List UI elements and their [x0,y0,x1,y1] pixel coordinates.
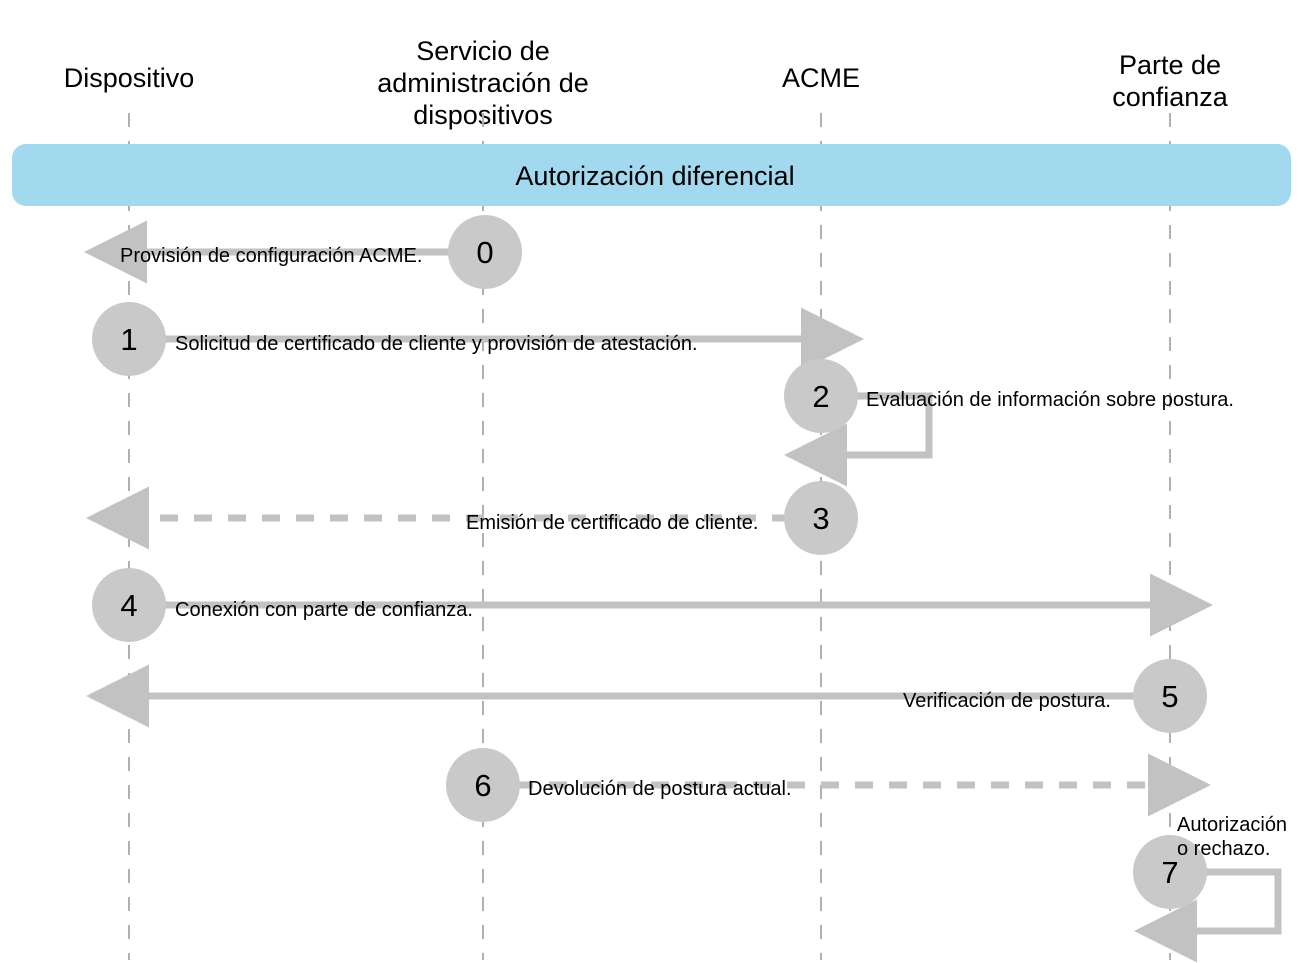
phase-banner [12,144,1291,206]
step-number-text: 3 [812,501,830,536]
message-label-text: Emisión de certificado de cliente. [466,512,759,534]
message-label-text: Verificación de postura. [903,690,1111,712]
message-label-text: Autorización o rechazo. [1177,814,1288,860]
step-number-text: 5 [1161,679,1179,714]
message-label-7: Autorización o rechazo. [1177,789,1287,861]
phase-banner-text: Autorización diferencial [515,161,795,191]
message-label-3: Emisión de certificado de cliente. [466,487,758,535]
message-label-text: Conexión con parte de confianza. [175,599,473,621]
message-label-1: Solicitud de certificado de cliente y pr… [175,308,698,356]
step-number-text: 4 [120,588,138,623]
actor-label: ACME [781,63,860,93]
message-label-0: Provisión de configuración ACME. [120,220,422,268]
actor-label: Dispositivo [63,63,195,93]
message-label-text: Provisión de configuración ACME. [120,245,423,267]
actor-label: Parte de confianza [1112,50,1228,112]
step-badge-6[interactable] [446,748,520,822]
message-label-2: Evaluación de información sobre postura. [866,364,1234,412]
step-number-5: 5 [1140,681,1200,712]
step-badge-4[interactable] [92,568,166,642]
step-number-text: 6 [474,768,492,803]
message-label-4: Conexión con parte de confianza. [175,574,473,622]
step-number-1: 1 [99,324,159,355]
step-badges [92,215,1207,909]
step-badge-0[interactable] [448,215,522,289]
message-label-text: Devolución de postura actual. [528,778,792,800]
actor-header-device: Dispositivo [9,30,249,94]
message-arrow-2-self-loop [784,392,933,487]
step-badge-5[interactable] [1133,659,1207,733]
step-badge-3[interactable] [784,481,858,555]
step-number-4: 4 [99,590,159,621]
phase-banner-label: Autorización diferencial [405,160,905,192]
step-number-text: 1 [120,322,138,357]
step-badge-1[interactable] [92,302,166,376]
step-number-text: 0 [476,235,494,270]
step-number-0: 0 [455,237,515,268]
step-number-text: 7 [1161,855,1179,890]
message-label-6: Devolución de postura actual. [528,753,792,801]
actor-header-relying-party: Parte de confianza [1050,17,1290,113]
step-number-7: 7 [1140,857,1200,888]
step-number-6: 6 [453,770,513,801]
message-label-text: Evaluación de información sobre postura. [866,389,1234,411]
step-number-2: 2 [791,381,851,412]
step-number-3: 3 [791,503,851,534]
message-arrow-7-self-loop [1134,868,1282,963]
message-label-5: Verificación de postura. [903,665,1111,713]
step-badge-7[interactable] [1133,835,1207,909]
step-number-text: 2 [812,379,830,414]
message-label-text: Solicitud de certificado de cliente y pr… [175,333,698,355]
step-badge-2[interactable] [784,359,858,433]
actor-header-acme: ACME [701,30,941,94]
